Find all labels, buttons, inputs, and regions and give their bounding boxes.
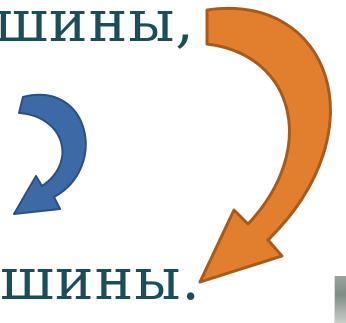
small-curved-arrow-icon (14, 95, 86, 214)
cropped-image-edge (334, 276, 346, 323)
large-curved-arrow-icon (200, 8, 330, 282)
